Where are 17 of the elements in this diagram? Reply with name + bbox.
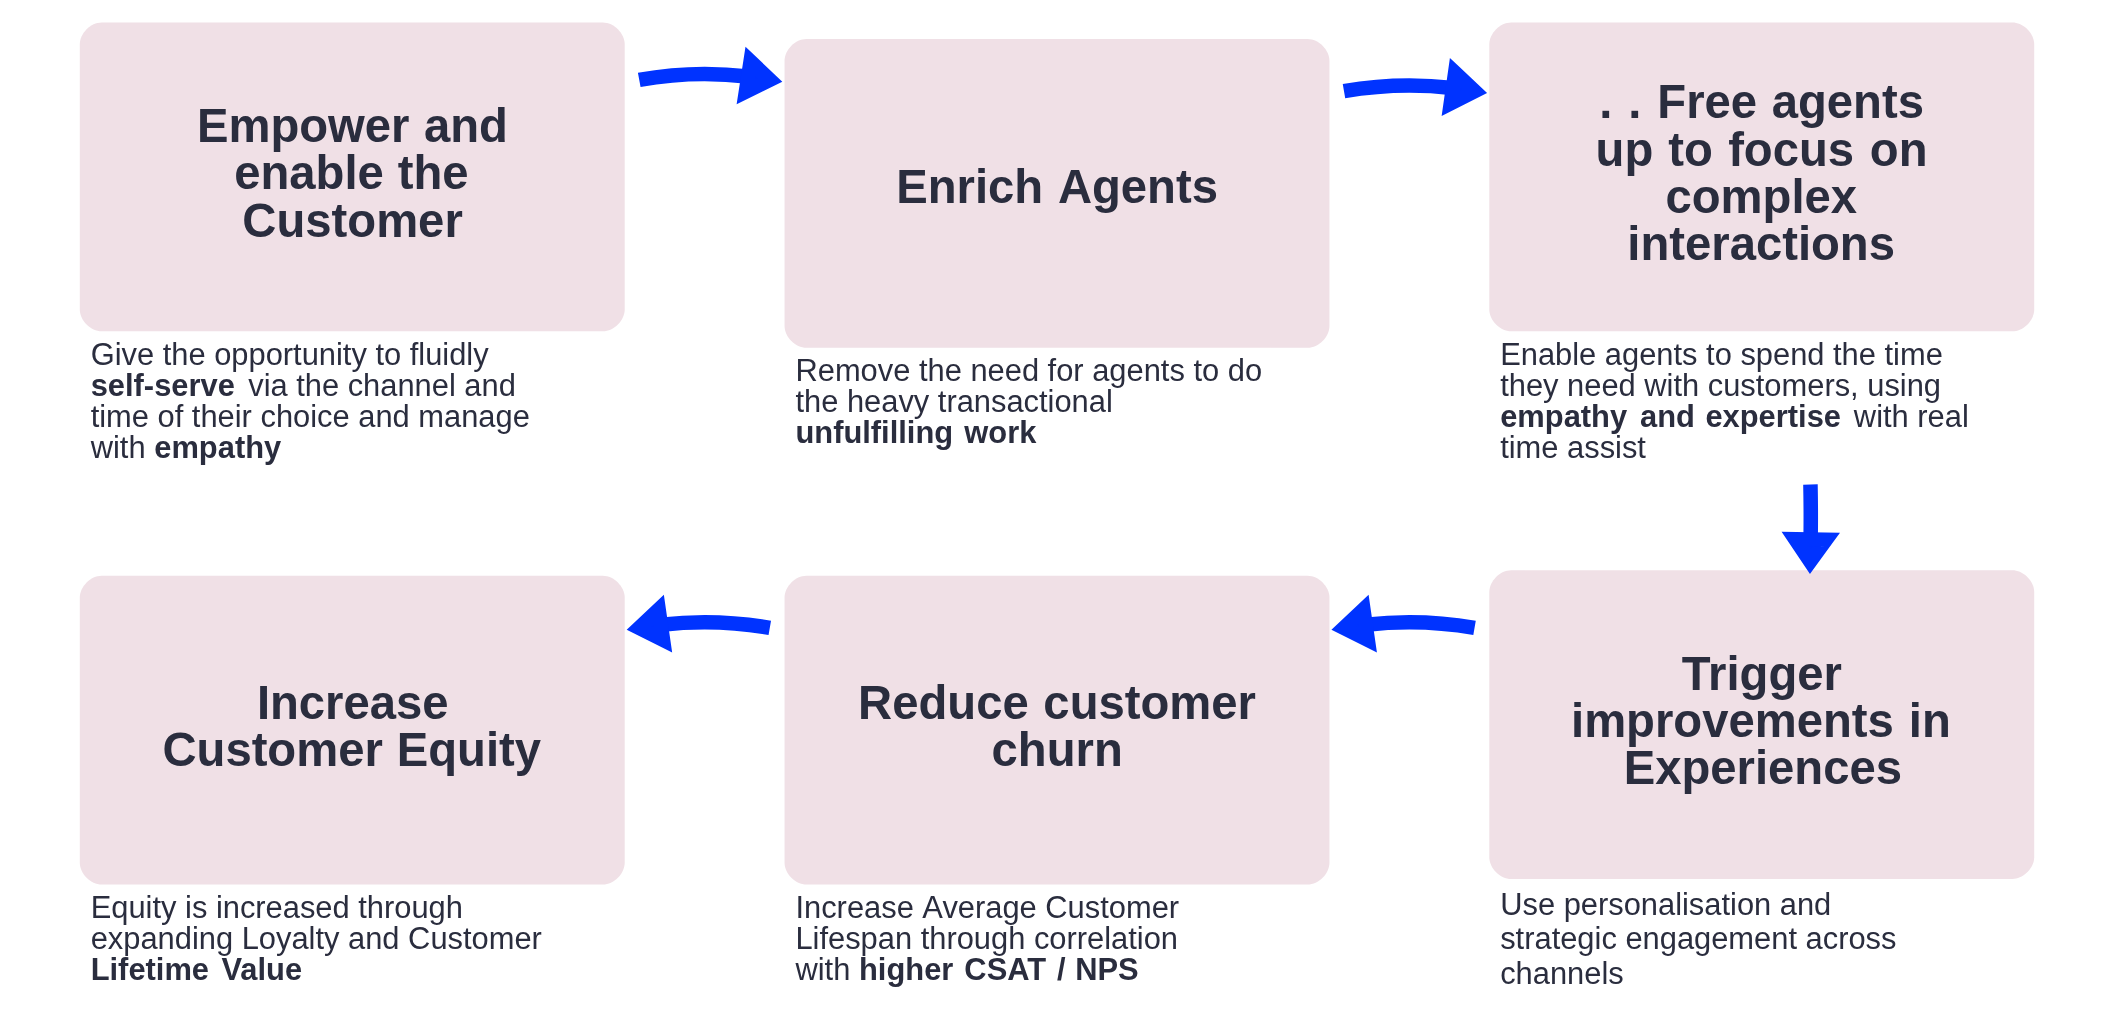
node-box: Increase Customer Equity <box>79 575 625 885</box>
arrow <box>1331 594 1476 653</box>
node-box: Enrich Agents <box>784 38 1330 348</box>
node-label: Enable agents to spend the time they need with customers, using empathy and expertise with real time assist <box>1500 337 1969 465</box>
arrow <box>638 46 783 105</box>
node-box: Trigger improvements in Experiences <box>1489 570 2035 879</box>
node-box: Empower and enable the Customer <box>79 22 625 332</box>
node-label: Increase Average Customer Lifespan through correlation with higher CSAT / NPS <box>795 890 1180 987</box>
node-box: Reduce customer churn <box>784 575 1330 885</box>
arrow <box>626 594 771 653</box>
arrow <box>1342 58 1488 116</box>
node-label: Equity is increased through expanding Loyalty and Customer Lifetime Value <box>90 890 542 987</box>
node-box: . . Free agents up to focus on complex interactions <box>1489 22 2035 332</box>
arrow <box>1781 484 1840 574</box>
node-label: Use personalisation and strategic engagement across channels <box>1500 886 1897 991</box>
node-label: Give the opportunity to fluidly self-serve via the channel and time of their choice and manage with empathy <box>90 337 530 465</box>
node-label: Remove the need for agents to do the heavy transactional unfulfilling work <box>795 353 1263 451</box>
